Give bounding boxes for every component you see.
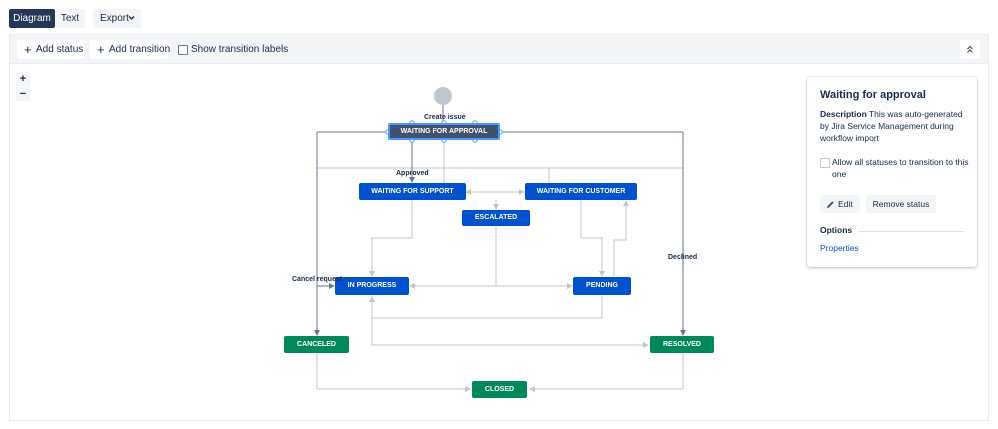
status-in-progress[interactable]: IN PROGRESS: [335, 277, 409, 295]
tab-text[interactable]: Text: [55, 9, 85, 28]
zoom-in-button[interactable]: +: [16, 72, 30, 86]
status-waiting-for-customer[interactable]: WAITING FOR CUSTOMER: [525, 183, 637, 200]
start-node[interactable]: [434, 87, 452, 105]
status-pending[interactable]: PENDING: [573, 277, 631, 295]
status-waiting-for-support[interactable]: WAITING FOR SUPPORT: [359, 183, 466, 200]
status-canceled[interactable]: CANCELED: [284, 336, 349, 353]
status-details-panel: Waiting for approval Description This wa…: [807, 77, 977, 267]
pencil-icon: [827, 201, 834, 208]
plus-icon: +: [97, 42, 105, 57]
chevron-down-icon: [128, 16, 135, 20]
status-closed[interactable]: CLOSED: [472, 381, 527, 398]
zoom-controls: + −: [16, 72, 30, 101]
add-status-label: Add status: [36, 44, 84, 55]
workflow-toolbar: + Add status + Add transition Show trans…: [9, 34, 989, 64]
zoom-out-button[interactable]: −: [16, 87, 30, 101]
export-button[interactable]: Export: [93, 9, 141, 28]
show-labels-checkbox[interactable]: [178, 45, 188, 55]
transition-label-declined[interactable]: Declined: [668, 254, 698, 261]
description-label: Description: [820, 109, 867, 119]
transition-label-approved[interactable]: Approved: [396, 170, 429, 177]
allow-all-checkbox[interactable]: [820, 158, 830, 168]
double-chevron-up-icon: [967, 45, 973, 53]
add-transition-button[interactable]: + Add transition: [90, 40, 171, 59]
remove-status-button[interactable]: Remove status: [866, 195, 936, 213]
status-waiting-for-approval[interactable]: WAITING FOR APPROVAL: [388, 123, 500, 140]
panel-description: Description This was auto-generated by J…: [820, 108, 970, 144]
show-labels-label: Show transition labels: [191, 44, 289, 55]
options-heading: Options: [820, 225, 853, 235]
collapse-button[interactable]: [960, 40, 980, 59]
edit-button[interactable]: Edit: [820, 195, 860, 213]
status-escalated[interactable]: ESCALATED: [462, 210, 530, 226]
status-resolved[interactable]: RESOLVED: [650, 336, 714, 353]
allow-all-label[interactable]: Allow all statuses to transition to this…: [832, 157, 969, 179]
add-transition-label: Add transition: [109, 44, 171, 55]
panel-title: Waiting for approval: [820, 89, 926, 101]
view-bar: Diagram Text Export: [0, 0, 998, 34]
properties-link[interactable]: Properties: [820, 243, 859, 253]
export-label: Export: [100, 13, 129, 24]
description-text: This was auto-generated by Jira Service …: [820, 109, 963, 143]
plus-icon: +: [24, 42, 32, 57]
add-status-button[interactable]: + Add status: [17, 40, 84, 59]
transition-label-cancel-request[interactable]: Cancel request: [292, 276, 343, 283]
options-divider: [859, 231, 964, 232]
edit-label: Edit: [838, 199, 853, 209]
transition-label-create-issue[interactable]: Create issue: [424, 114, 466, 121]
tab-diagram[interactable]: Diagram: [9, 9, 55, 28]
